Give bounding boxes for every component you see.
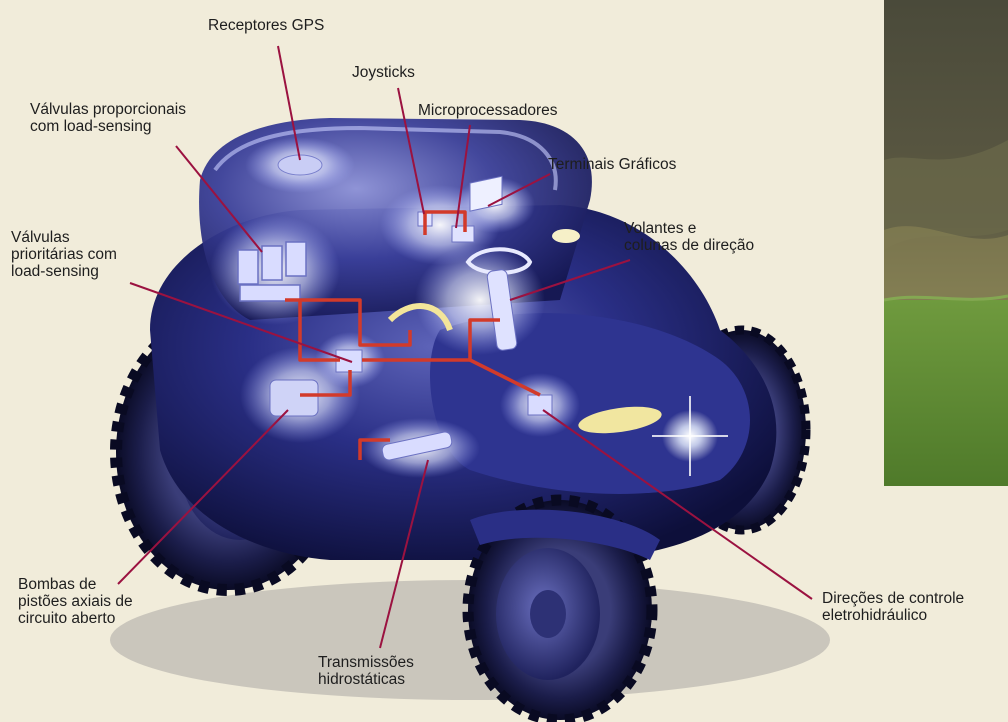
leader-gps (278, 46, 300, 160)
label-joysticks: Joysticks (352, 64, 415, 81)
label-priority-valves: Válvulas prioritárias com load-sensing (11, 229, 117, 280)
label-hydrostatic-transmissions: Transmissões hidrostáticas (318, 654, 414, 688)
leader-priority-valves (130, 283, 352, 362)
leader-electrohydraulic-steering (543, 410, 812, 599)
leader-microprocessors (456, 125, 470, 228)
leader-pumps (118, 410, 288, 584)
leader-proportional-valves (176, 146, 262, 252)
label-axial-piston-pumps: Bombas de pistões axiais de circuito abe… (18, 576, 133, 627)
label-electrohydraulic-steering: Direções de controle eletrohidráulico (822, 590, 964, 624)
label-steering-wheels: Volantes e colunas de direção (624, 220, 754, 254)
label-proportional-valves: Válvulas proporcionais com load-sensing (30, 101, 186, 135)
leader-hydrostatic-transmissions (380, 460, 428, 648)
leader-steering-wheels (510, 260, 630, 300)
label-graphic-terminals: Terminais Gráficos (548, 156, 676, 173)
label-microprocessors: Microprocessadores (418, 102, 558, 119)
label-gps-receivers: Receptores GPS (208, 17, 324, 34)
leader-graphic-terminals (488, 174, 550, 206)
